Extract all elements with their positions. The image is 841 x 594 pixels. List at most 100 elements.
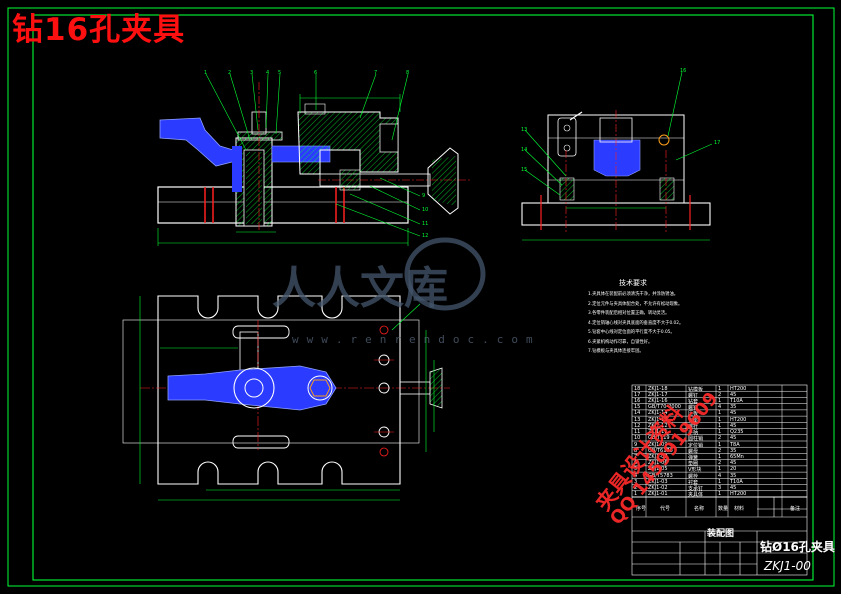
- parts-list-cell: 65Mn: [730, 454, 744, 461]
- parts-list-header-cell: 代号: [660, 506, 671, 512]
- parts-list-cell: ZKJ1-05: [648, 466, 668, 473]
- tech-requirement-line: 4.定位销轴心线对夹具底面的垂直度不大于0.02。: [588, 320, 684, 326]
- parts-list-header-cell: 备注: [790, 506, 801, 512]
- parts-list-cell: 14: [634, 410, 641, 417]
- parts-list-cell: 7: [634, 454, 638, 461]
- outer-frame: [7, 7, 835, 587]
- parts-list-cell: 1: [718, 478, 722, 485]
- parts-list-cell: ZKJ1-16: [648, 398, 668, 405]
- tech-requirements-list: 1.夹具体在装配前必须清洗干净，并涂防锈油。 2.定位元件与夹具体配合处，不允许有…: [588, 292, 718, 359]
- watermark-logo-icon: [404, 237, 486, 311]
- parts-list-cell: 2: [634, 485, 638, 492]
- parts-list-grid: [632, 385, 807, 517]
- parts-list-cell: 1: [718, 398, 722, 405]
- parts-list-cell: 手柄: [688, 430, 699, 437]
- parts-list-cell: HT200: [730, 491, 747, 498]
- parts-list-header-cell: 序号: [636, 506, 647, 512]
- parts-list-cell: 1: [634, 491, 638, 498]
- parts-list-cell: 钻模板: [688, 386, 704, 393]
- tech-requirement-line: 6.夹紧机构动作可靠，自锁性好。: [588, 339, 653, 345]
- front-view: [157, 73, 470, 246]
- parts-list-cell: 压板: [688, 411, 699, 418]
- parts-list-cell: 螺钉: [688, 405, 699, 412]
- titleblock-drawing-code: ZKJ1-00: [764, 559, 811, 573]
- parts-list-cell: 45: [730, 422, 737, 429]
- parts-list-cell: 支承钉: [688, 486, 704, 493]
- titleblock-drawing-name: 装配图: [707, 529, 735, 539]
- parts-list-cell: 35: [730, 472, 737, 479]
- side-view: [521, 71, 713, 241]
- inner-frame: [32, 14, 814, 581]
- parts-list-cell: 螺栓: [688, 473, 699, 480]
- parts-list-cell: 18: [634, 385, 641, 392]
- part-balloon-label: 11: [422, 221, 429, 227]
- parts-list-cell: 10: [634, 435, 641, 442]
- parts-list-cell: 支座: [688, 417, 699, 424]
- parts-list-cell: 16: [634, 398, 641, 405]
- parts-list-cell: 45: [730, 410, 737, 417]
- parts-list-cell: 螺钉: [688, 392, 699, 399]
- part-balloon-label: 8: [406, 70, 410, 76]
- parts-list-cell: ZKJ1-01: [648, 491, 668, 498]
- parts-list-cell: 9: [634, 441, 638, 448]
- parts-list-cell: 弹簧: [688, 455, 699, 462]
- parts-list-cell: 1: [718, 422, 722, 429]
- parts-list-cell: 夹具体: [688, 492, 704, 499]
- parts-list-cell: 1: [718, 385, 722, 392]
- part-balloon-label: 12: [422, 233, 429, 239]
- parts-list-cell: ZKJ1-09: [648, 441, 668, 448]
- tech-requirement-line: 5.钻套中心线对定位面的平行度不大于0.05。: [588, 330, 675, 335]
- parts-list-cell: ZKJ1-13: [648, 416, 668, 423]
- parts-list-cell: ZKJ1-02: [648, 485, 668, 492]
- part-balloon-label: 7: [374, 70, 378, 76]
- parts-list-cell: GB/T70-2000: [648, 404, 681, 411]
- parts-list-cell: 1: [718, 491, 722, 498]
- parts-list-cell: ZKJ1-07: [648, 454, 668, 461]
- parts-list-cell: T8A: [730, 441, 740, 448]
- parts-list-cell: 4: [718, 472, 722, 479]
- parts-list-cell: 1: [718, 454, 722, 461]
- parts-list-cell: 1: [718, 466, 722, 473]
- part-balloon-label: 10: [422, 207, 429, 213]
- parts-list-cell: 4: [634, 472, 638, 479]
- parts-list-cell: 3: [634, 478, 638, 485]
- part-balloon-label: 3: [250, 70, 254, 76]
- part-balloon-label: 4: [266, 70, 270, 76]
- part-balloon-label: 15: [521, 167, 528, 173]
- parts-list-cell: 1: [718, 429, 722, 436]
- parts-list-cell: ZKJ1-17: [648, 391, 668, 398]
- tech-requirement-line: 2.定位元件与夹具体配合处，不允许有松动现象。: [588, 301, 683, 307]
- parts-list-cell: 45: [730, 460, 737, 467]
- titleblock-part-name: 钻Ø16孔夹具: [760, 540, 835, 554]
- parts-list-cell: 2: [718, 435, 722, 442]
- parts-list-cell: 2: [718, 447, 722, 454]
- parts-list-cell: 45: [730, 435, 737, 442]
- parts-list-cell: 3: [718, 485, 722, 492]
- parts-list-cell: 垫圈: [688, 461, 699, 468]
- parts-list-cell: 衬套: [688, 479, 699, 486]
- part-balloon-label: 13: [521, 127, 528, 133]
- parts-list-cell: 6: [634, 460, 638, 467]
- parts-list-cell: GB/T5783: [648, 472, 673, 479]
- parts-list-header-cell: 名称: [694, 506, 705, 512]
- parts-list-cell: 2: [718, 460, 722, 467]
- parts-list-cell: 17: [634, 391, 641, 398]
- parts-list-cell: 钻套: [688, 399, 699, 406]
- parts-list-cell: 11: [634, 429, 641, 436]
- part-balloon-label: 5: [278, 70, 282, 76]
- watermark-site-text: www.renrendoc.com: [292, 333, 541, 346]
- part-balloon-label: 1: [204, 70, 208, 76]
- tech-requirement-line: 1.夹具体在装配前必须清洗干净，并涂防锈油。: [588, 292, 679, 297]
- parts-list-header-cell: 数量: [718, 506, 729, 512]
- parts-list-cell: 15: [634, 404, 641, 411]
- parts-list-cell: HT200: [730, 416, 747, 423]
- parts-list-cell: ZKJ1-12: [648, 422, 668, 429]
- parts-list-cell: 1: [718, 410, 722, 417]
- part-balloon-label: 6: [314, 70, 318, 76]
- parts-list-cell: V形块: [688, 467, 702, 474]
- parts-list-cell: 13: [634, 416, 641, 423]
- watermark-logo-text: 人人文库: [272, 263, 448, 314]
- parts-list-cell: 4: [718, 404, 722, 411]
- parts-list-cell: 1: [718, 441, 722, 448]
